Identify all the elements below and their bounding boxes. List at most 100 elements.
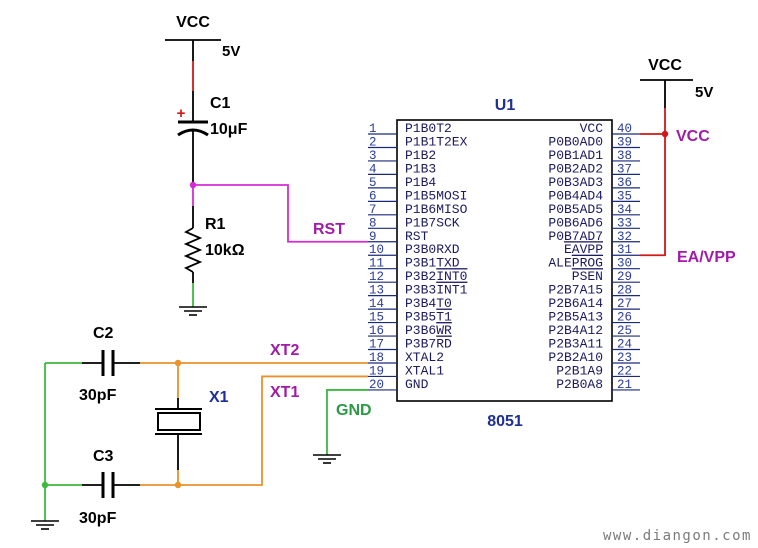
- pin-30-label: ALEPROG: [548, 256, 603, 271]
- pin-23-number: 23: [617, 351, 632, 365]
- pin-20-number: 20: [369, 378, 384, 392]
- rst-junction-dot: [189, 181, 197, 189]
- r1-ref: R1: [205, 216, 226, 233]
- pin-22-number: 22: [617, 364, 632, 378]
- left-vcc-voltage: 5V: [222, 43, 240, 60]
- pin-6-number: 6: [369, 189, 377, 203]
- pin-26-label: P2B5A13: [548, 310, 603, 325]
- c3-ref: C3: [93, 448, 114, 465]
- left-vcc-label: VCC: [176, 14, 210, 31]
- pin-16-label: P3B6WR: [405, 323, 452, 338]
- pin-32-label: P0B7AD7: [548, 229, 603, 244]
- pin-2-label: P1B1T2EX: [405, 134, 468, 149]
- xt2-net: XT2: [140, 342, 368, 409]
- capacitor-c1: + C1 10μF: [177, 95, 248, 185]
- chip-body: [396, 119, 613, 402]
- pin-7-label: P1B6MISO: [405, 202, 468, 217]
- ground-symbol-chip: [313, 454, 341, 464]
- pin-19-label: XTAL1: [405, 363, 444, 378]
- pin-29-number: 29: [617, 270, 632, 284]
- pin-34-number: 34: [617, 203, 632, 217]
- pin-35-number: 35: [617, 189, 632, 203]
- xt1-net-wire: [140, 375, 368, 486]
- pin-11-label: P3B1TXD: [405, 256, 460, 271]
- pin-10-number: 10: [369, 243, 384, 257]
- pin-4-number: 4: [369, 162, 377, 176]
- xt1-net-label: XT1: [270, 384, 299, 401]
- ground-symbol-caps: [31, 520, 59, 530]
- left-vcc-supply: VCC 5V: [165, 14, 240, 122]
- pin-40-label: VCC: [580, 121, 604, 136]
- xt2-net-label: XT2: [270, 342, 299, 359]
- pin-8-number: 8: [369, 216, 377, 230]
- pin-39-label: P0B0AD0: [548, 134, 603, 149]
- rst-net-label: RST: [313, 221, 345, 238]
- pin-15-number: 15: [369, 311, 384, 325]
- c2-ref: C2: [93, 325, 114, 342]
- pin-3-label: P1B2: [405, 148, 436, 163]
- xt1-junction-dot: [174, 481, 182, 489]
- pin-21-number: 21: [617, 378, 632, 392]
- pin-13-label: P3B3INT1: [405, 283, 468, 298]
- c1-value: 10μF: [210, 121, 248, 138]
- pin-38-label: P0B1AD1: [548, 148, 603, 163]
- vcc-ea-net-wire: [640, 133, 666, 257]
- pin-19-number: 19: [369, 364, 384, 378]
- pin-4-label: P1B3: [405, 161, 436, 176]
- pin-2-number: 2: [369, 135, 377, 149]
- pin-28-number: 28: [617, 284, 632, 298]
- pin-12-label: P3B2INT0: [405, 269, 467, 284]
- pin-29-label: PSEN: [572, 269, 603, 284]
- pin-30-number: 30: [617, 257, 632, 271]
- resistor-r1: R1 10kΩ: [183, 206, 245, 307]
- pin-16-number: 16: [369, 324, 384, 338]
- pin-36-label: P0B3AD3: [548, 175, 603, 190]
- pin-11-number: 11: [369, 257, 384, 271]
- pin-40-number: 40: [617, 122, 632, 136]
- pin-26-number: 26: [617, 311, 632, 325]
- pin-10-label: P3B0RXD: [405, 242, 460, 257]
- right-vcc-voltage: 5V: [695, 84, 713, 101]
- pin-5-label: P1B4: [405, 175, 436, 190]
- pin-15-label: P3B5T1: [405, 310, 452, 325]
- rst-net: RST: [189, 181, 368, 243]
- pin-9-number: 9: [369, 230, 377, 244]
- pin-6-label: P1B5MOSI: [405, 188, 467, 203]
- pin-5-number: 5: [369, 176, 377, 190]
- pin-1-number: 1: [369, 122, 377, 136]
- pin-8-label: P1B7SCK: [405, 215, 460, 230]
- pin-3-number: 3: [369, 149, 377, 163]
- pin-34-label: P0B5AD5: [548, 202, 603, 217]
- pin-37-number: 37: [617, 162, 632, 176]
- ea-vpp-net-label: EA/VPP: [677, 249, 736, 266]
- xt1-net: XT1: [140, 375, 368, 489]
- pin-21-label: P2B0A8: [556, 377, 603, 392]
- gnd-net-wire: [326, 389, 368, 455]
- pin-12-number: 12: [369, 270, 384, 284]
- pin-35-label: P0B4AD4: [548, 188, 603, 203]
- pin-28-label: P2B7A15: [548, 283, 603, 298]
- pin-1-label: P1B0T2: [405, 121, 452, 136]
- pin-25-number: 25: [617, 324, 632, 338]
- pin-25-label: P2B4A12: [548, 323, 603, 338]
- pin-38-number: 38: [617, 149, 632, 163]
- pin-27-number: 27: [617, 297, 632, 311]
- crystal-body: [157, 412, 201, 431]
- pin-31-number: 31: [617, 243, 632, 257]
- pin-7-number: 7: [369, 203, 377, 217]
- pin-18-number: 18: [369, 351, 384, 365]
- pin-13-number: 13: [369, 284, 384, 298]
- chip-pins: 1 P1B0T2 2 P1B1T2EX 3 P1B2 4 P1B3 5 P1B4 6 P1B5MOSI…: [368, 121, 640, 392]
- vcc-net-label: VCC: [676, 128, 710, 145]
- r1-zigzag: [183, 227, 203, 273]
- right-vcc-supply: VCC 5V VCC EA/VPP: [640, 57, 736, 266]
- gnd-net: GND: [326, 389, 372, 455]
- vcc-junction-dot: [661, 130, 669, 138]
- pin-33-label: P0B6AD6: [548, 215, 603, 230]
- right-vcc-label: VCC: [648, 57, 682, 74]
- pin-9-label: RST: [405, 229, 429, 244]
- rst-net-wire: [193, 184, 368, 243]
- pin-32-number: 32: [617, 230, 632, 244]
- chip-part-number: 8051: [487, 413, 523, 430]
